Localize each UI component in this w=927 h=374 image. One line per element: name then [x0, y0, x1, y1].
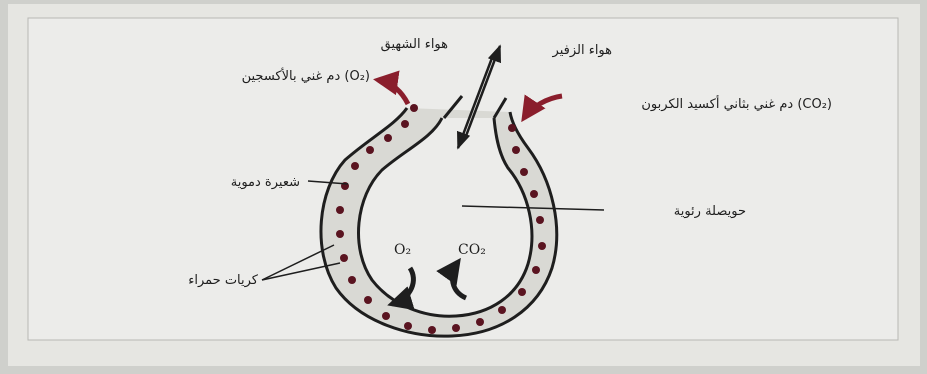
airway-wall-left [442, 95, 464, 119]
alveolus-label: حويصلة رئوية [674, 204, 746, 219]
capillary-leader-line [307, 180, 349, 185]
oxygenated-blood-flow-arrow [373, 70, 411, 106]
airway-wall-right [492, 97, 508, 119]
co2-rich-blood-label: دم غني بثاني أكسيد الكربون (CO₂) [641, 95, 832, 112]
alveolus-wall [357, 117, 534, 318]
deoxygenated-blood-flow-arrow [521, 93, 563, 123]
red-blood-cells-label: كريات حمراء [188, 273, 259, 288]
inhaled-air-label: هواء الشهيق [381, 37, 448, 52]
alveolus-leader-line [461, 205, 605, 211]
exhaled-air-arrow [464, 44, 502, 137]
co2-diffusion-arrow [436, 257, 468, 301]
oxygen-rich-blood-label: دم غني بالأكسجين (O₂) [242, 67, 370, 84]
red-blood-cells [336, 104, 546, 334]
rbc-leader-line-2 [261, 262, 341, 281]
inhaled-air-arrow [456, 57, 494, 150]
co2-label: CO₂ [458, 242, 486, 258]
o2-diffusion-arrow [387, 266, 416, 311]
exhaled-air-label: هواء الزفير [552, 43, 613, 58]
rbc-leader-line-1 [261, 244, 335, 281]
capillary-label: شعيرة دموية [231, 175, 300, 190]
o2-label: O₂ [394, 242, 411, 258]
